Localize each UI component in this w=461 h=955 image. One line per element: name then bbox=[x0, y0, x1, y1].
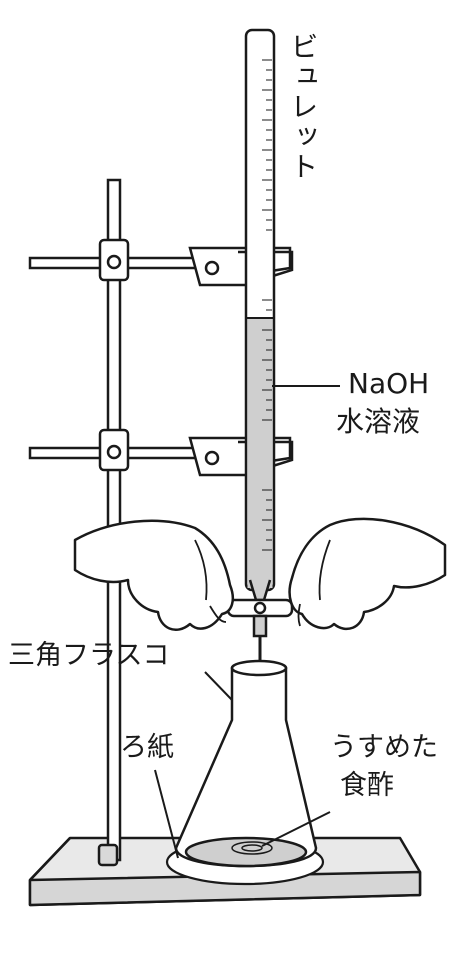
left-hand bbox=[73, 519, 234, 631]
erlenmeyer-flask bbox=[174, 659, 318, 868]
flask-leader bbox=[204, 671, 233, 701]
burette bbox=[244, 28, 276, 602]
flask-label: 三角フラスコ bbox=[8, 640, 170, 671]
vinegar-label-line1: うすめた bbox=[330, 732, 438, 763]
burette-scale bbox=[262, 59, 272, 551]
naoh-label-line2: 水溶液 bbox=[336, 405, 421, 438]
naoh-label-line1: NaOH bbox=[348, 367, 430, 400]
stand-rod bbox=[97, 178, 122, 867]
vinegar-leader bbox=[261, 811, 331, 847]
filter-paper-leader bbox=[154, 769, 179, 859]
burette-label: ビュレット bbox=[286, 32, 320, 182]
right-hand bbox=[288, 517, 447, 631]
filter-paper-label: ろ紙 bbox=[120, 732, 174, 763]
vinegar-label-line2: 食酢 bbox=[340, 770, 394, 801]
leader-lines bbox=[154, 385, 340, 859]
